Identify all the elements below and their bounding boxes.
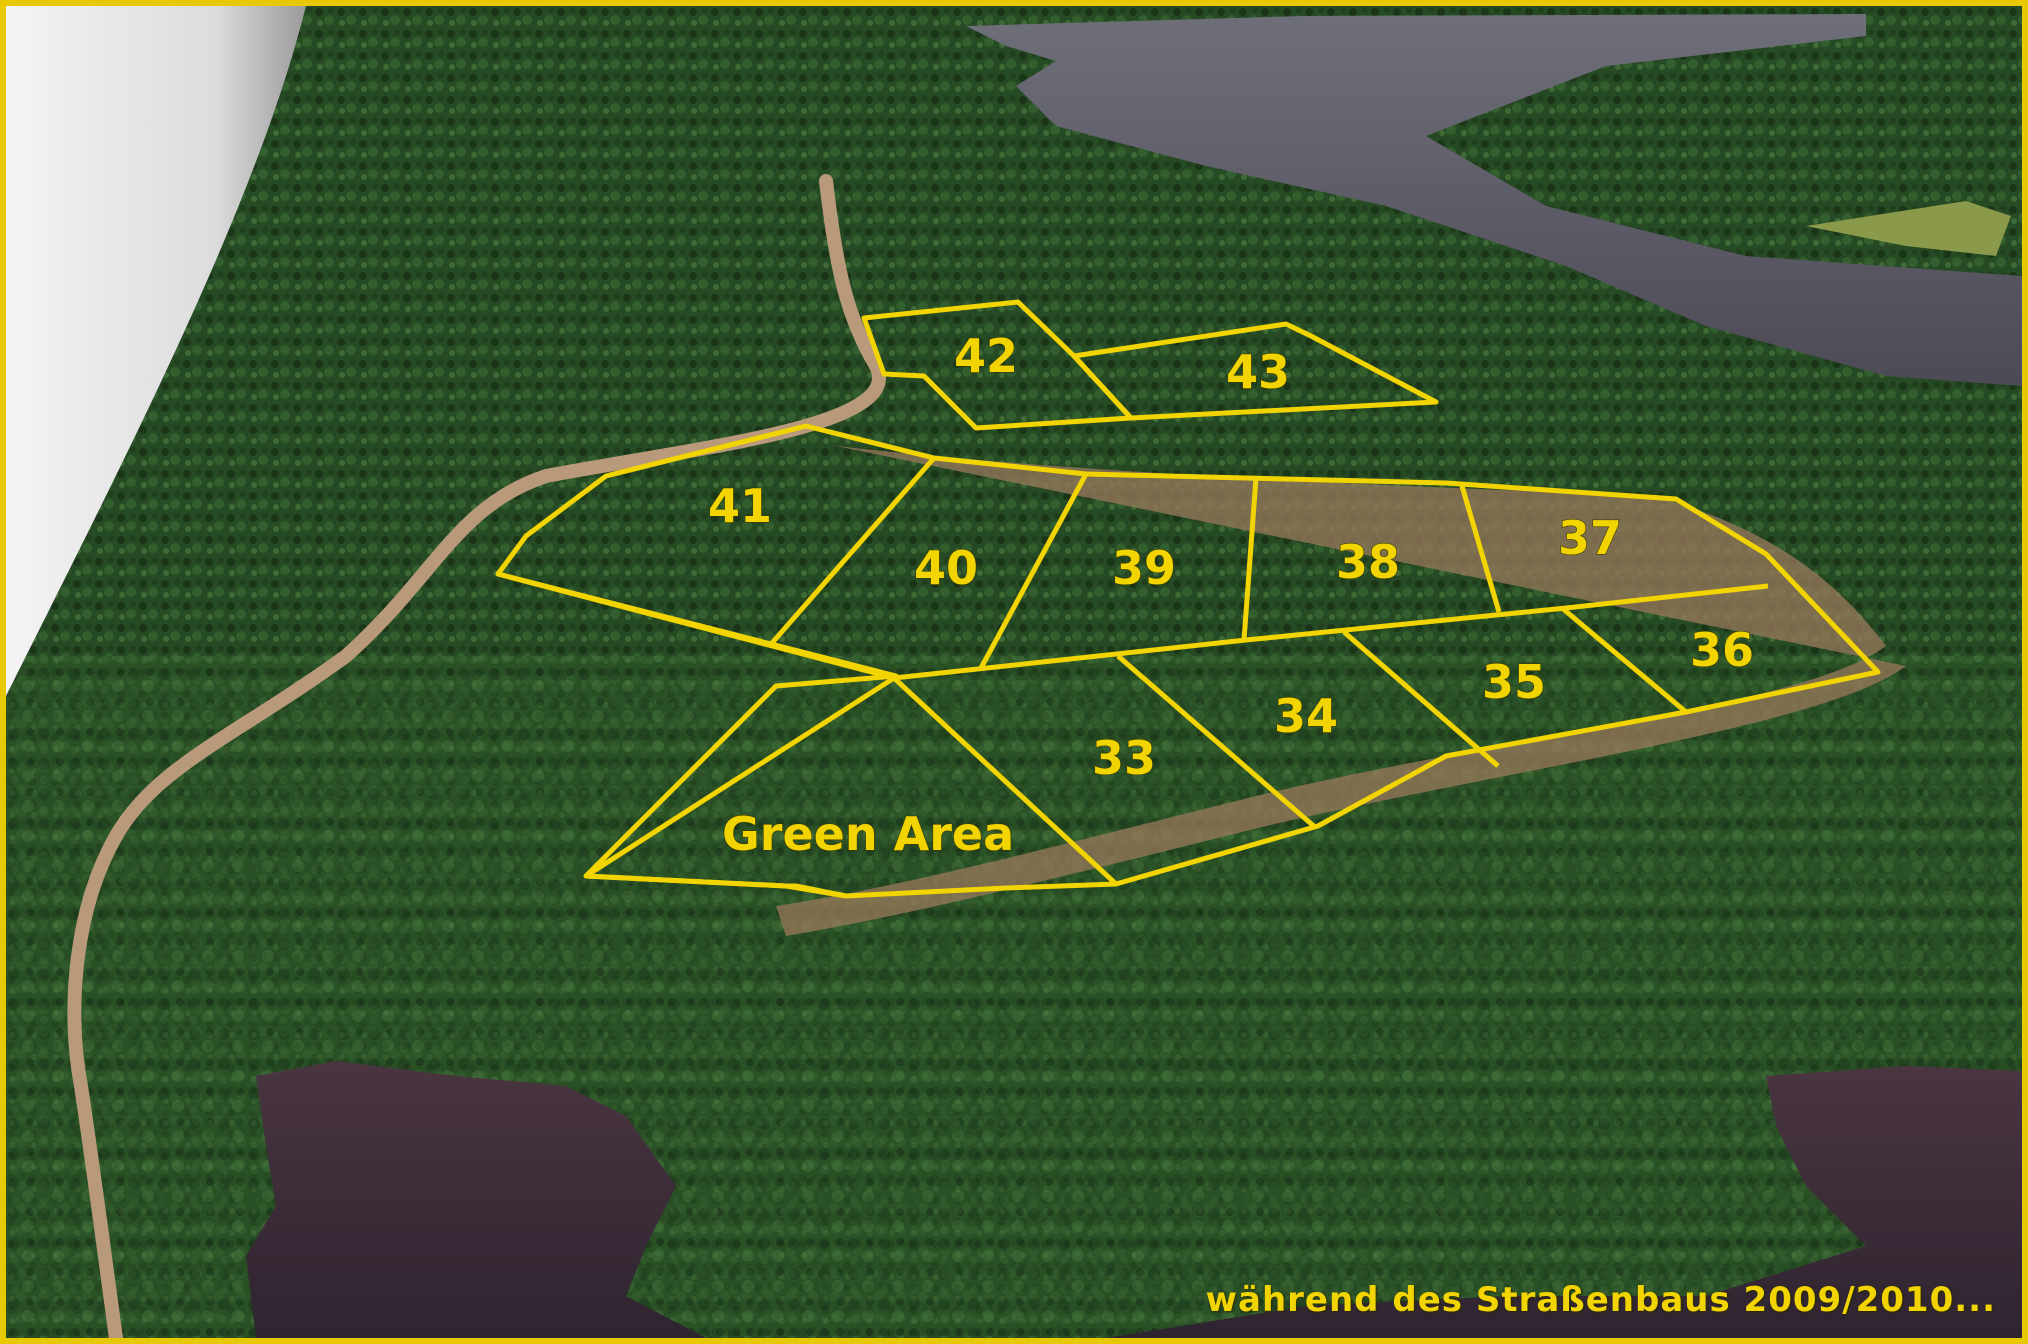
green-area-bottom [585,873,847,899]
lot-33-label: 33 [1092,731,1156,785]
green-area-label: Green Area [722,807,1014,861]
lot-42-label: 42 [954,329,1018,383]
divider-35-36 [1560,606,1688,714]
lot-38-label: 38 [1336,535,1400,589]
lot-41-label: 41 [708,479,772,533]
lot-39-label: 39 [1112,541,1176,595]
lot-43-label: 43 [1226,345,1290,399]
divider-34-35 [1342,630,1500,768]
lower-right-lake [1106,1066,2022,1338]
divider-row-left [497,571,895,681]
lower-left-lake [246,1061,706,1338]
divider-41-40 [770,456,936,645]
main-road [67,174,886,1338]
lot-36-label: 36 [1690,623,1754,677]
lot-boundaries [495,299,1881,899]
divider-39-38 [1241,477,1259,641]
cleared-road-strip [776,446,1906,936]
lot-42-boundary[interactable] [861,299,1134,431]
divider-38-37 [1459,485,1502,613]
divider-33-34 [1116,654,1318,830]
divider-row-mid [893,583,1769,681]
lot-35-label: 35 [1482,655,1546,709]
clearing-field [1806,201,2011,256]
aerial-photo: 42 43 41 40 39 38 37 36 35 34 33 Green A… [6,6,2022,1338]
lot-43-boundary[interactable] [1071,321,1439,421]
lot-37-label: 37 [1558,511,1622,565]
divider-40-39 [978,472,1089,670]
photo-caption: während des Straßenbaus 2009/2010... [1205,1280,1996,1320]
lake-island [1546,96,2022,236]
upper-lake [966,14,2022,386]
lot-40-label: 40 [914,541,978,595]
divider-green-left [584,675,896,879]
divider-green-33 [892,676,1118,886]
airplane-wing [6,6,306,696]
lot-34-label: 34 [1274,689,1338,743]
